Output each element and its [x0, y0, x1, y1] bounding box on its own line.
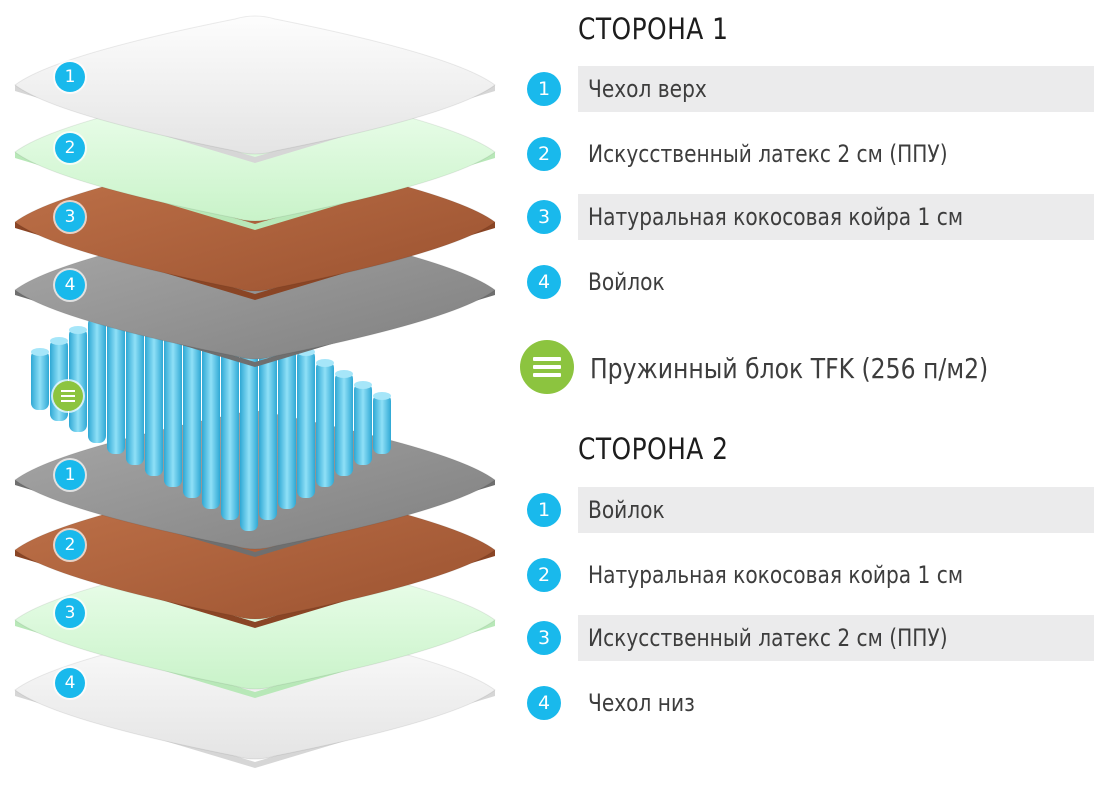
side1-row-4: 4 Войлок	[526, 259, 1094, 305]
layer-badge-side1-4: 4	[55, 270, 85, 300]
row-shade	[578, 194, 1094, 240]
side1-title: СТОРОНА 1	[578, 12, 729, 46]
layer-badge-side1-3: 3	[55, 202, 85, 232]
layer-badge-side2-3: 3	[55, 598, 85, 628]
layer-label: Натуральная кокосовая койра 1 см	[588, 561, 964, 589]
spring-block-badge-icon	[53, 381, 83, 411]
side1-row-2: 2 Искусственный латекс 2 см (ППУ)	[526, 131, 1094, 177]
number-badge: 1	[527, 72, 561, 106]
number-badge: 4	[527, 265, 561, 299]
side2-title: СТОРОНА 2	[578, 432, 729, 466]
top-cover-layer	[14, 15, 496, 163]
layer-badge-side2-4: 4	[55, 668, 85, 698]
layer-label: Войлок	[588, 496, 665, 524]
spring-block-icon	[520, 340, 574, 394]
side1-row-3: 3 Натуральная кокосовая койра 1 см	[526, 194, 1094, 240]
layer-label: Искусственный латекс 2 см (ППУ)	[588, 140, 948, 168]
mattress-illustration	[14, 15, 496, 768]
row-shade	[578, 487, 1094, 533]
side2-row-4: 4 Чехол низ	[526, 680, 1094, 726]
number-badge: 1	[527, 493, 561, 527]
side2-row-3: 3 Искусственный латекс 2 см (ППУ)	[526, 615, 1094, 661]
row-shade	[578, 615, 1094, 661]
layer-badge-side2-2: 2	[55, 530, 85, 560]
number-badge: 3	[527, 621, 561, 655]
layer-label: Натуральная кокосовая койра 1 см	[588, 203, 964, 231]
layer-badge-side2-1: 1	[55, 460, 85, 490]
spring-block-label: Пружинный блок TFK (256 п/м2)	[590, 352, 989, 385]
layer-label: Искусственный латекс 2 см (ППУ)	[588, 624, 948, 652]
side1-row-1: 1 Чехол верх	[526, 66, 1094, 112]
layer-label: Чехол низ	[588, 689, 695, 717]
number-badge: 2	[527, 558, 561, 592]
side2-row-2: 2 Натуральная кокосовая койра 1 см	[526, 552, 1094, 598]
number-badge: 3	[527, 200, 561, 234]
layer-badge-side1-2: 2	[55, 133, 85, 163]
spring-block-row: Пружинный блок TFK (256 п/м2)	[520, 340, 1100, 396]
number-badge: 4	[527, 686, 561, 720]
layer-label: Чехол верх	[588, 75, 707, 103]
side2-row-1: 1 Войлок	[526, 487, 1094, 533]
number-badge: 2	[527, 137, 561, 171]
layer-badge-side1-1: 1	[55, 62, 85, 92]
layer-label: Войлок	[588, 268, 665, 296]
mattress-layer-stack	[0, 0, 520, 804]
row-shade	[578, 66, 1094, 112]
